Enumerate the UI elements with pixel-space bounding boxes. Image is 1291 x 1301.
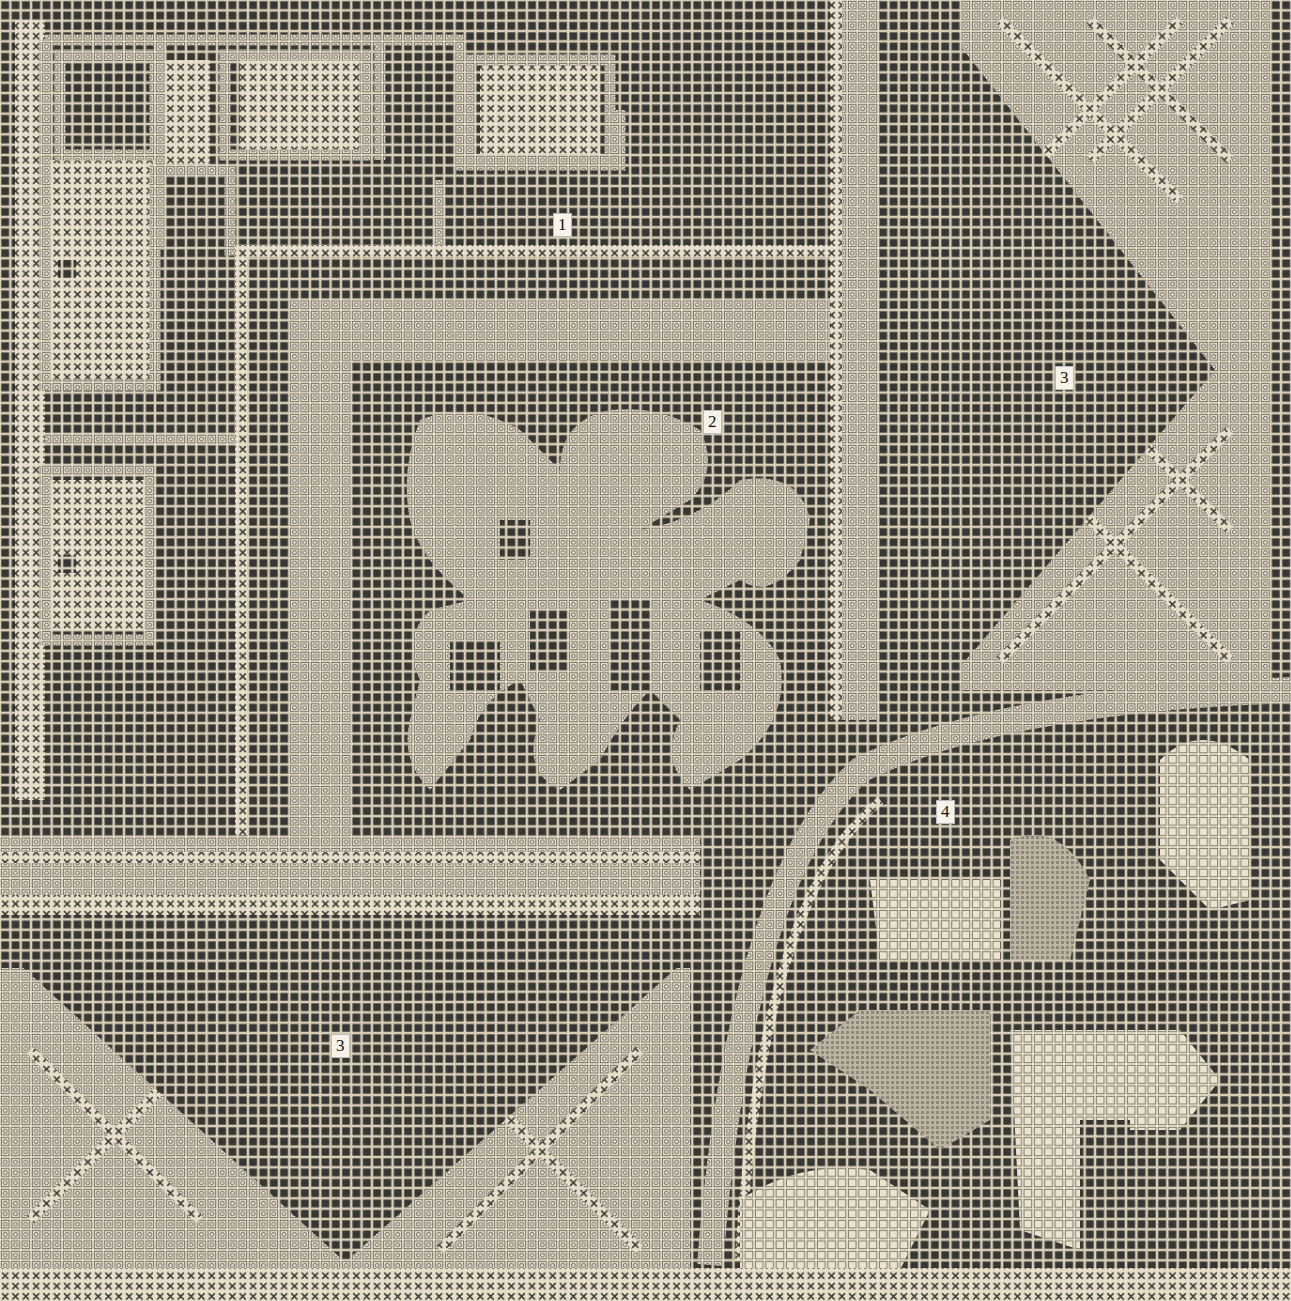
callout-number: 1	[553, 213, 572, 237]
callout-number: 3	[1055, 366, 1074, 390]
callout-number: 4	[936, 800, 955, 824]
callout-number: 2	[703, 410, 722, 434]
callout-number: 3	[331, 1034, 350, 1058]
